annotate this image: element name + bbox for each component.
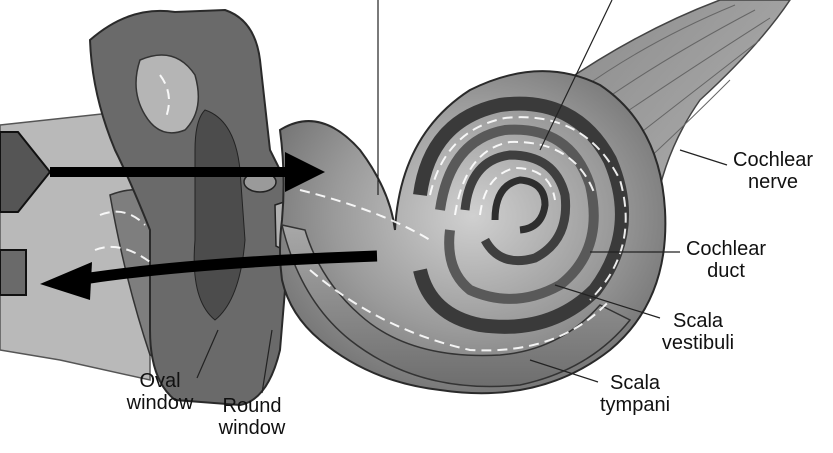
square-icon: [0, 250, 26, 295]
